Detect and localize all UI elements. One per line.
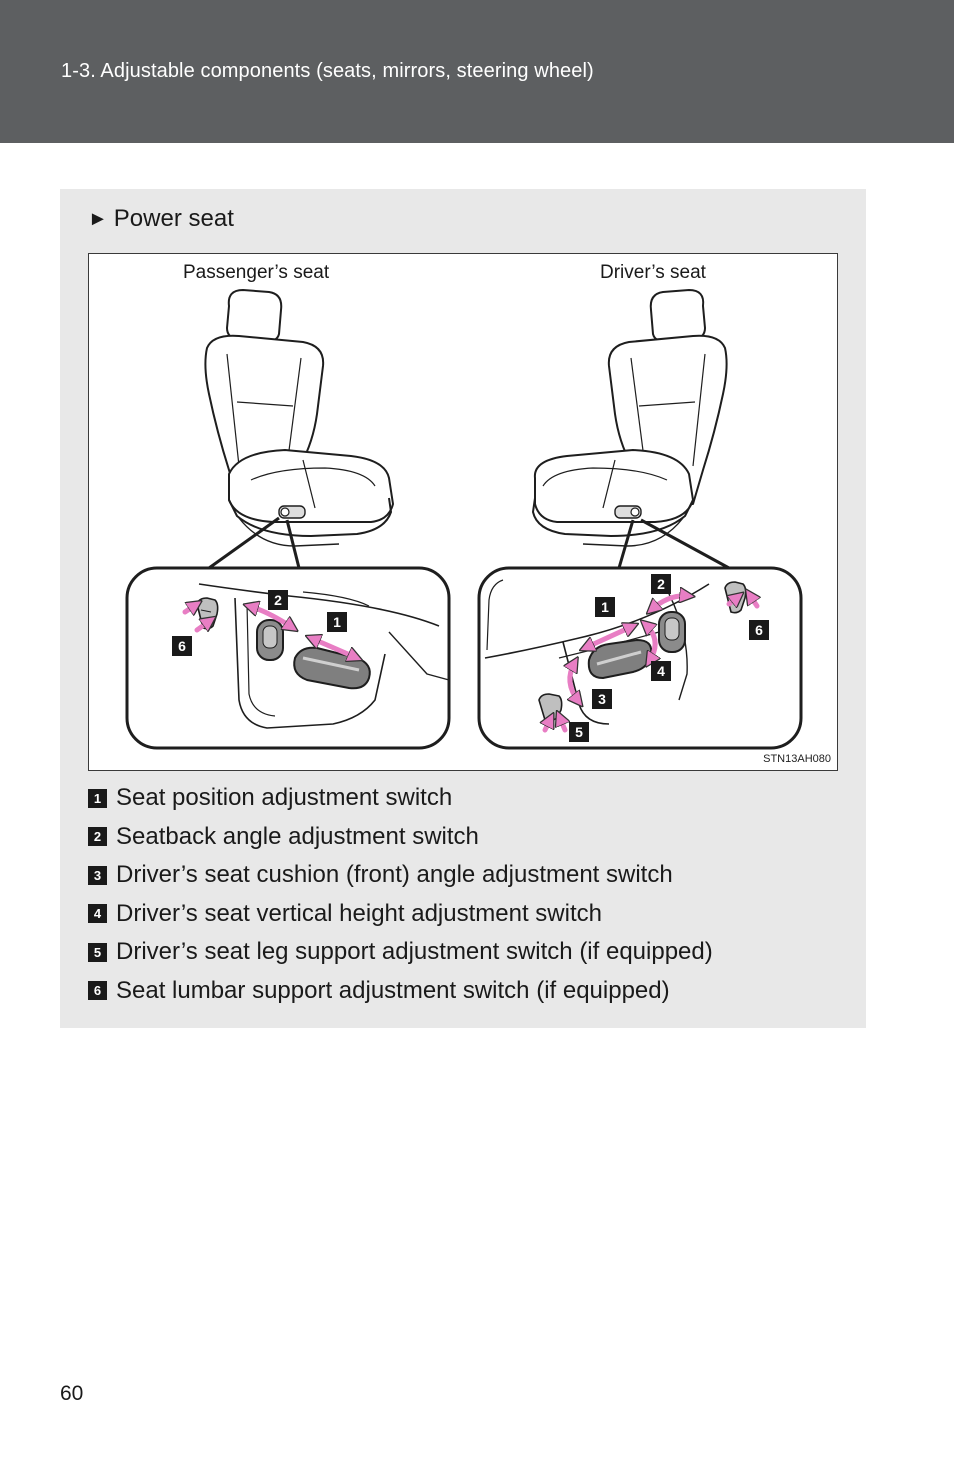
legend-text: Seat position adjustment switch: [116, 784, 453, 812]
callout-box-passenger-2: [268, 590, 288, 610]
legend-item: 3 Driver’s seat cushion (front) angle ad…: [88, 856, 848, 895]
legend-item: 5 Driver’s seat leg support adjustment s…: [88, 933, 848, 972]
figure-callouts: [172, 574, 769, 742]
passenger-seat-drawing: [204, 289, 394, 570]
driver-switch-inset: [477, 566, 803, 750]
power-seat-panel: ►Power seat: [60, 189, 866, 1028]
legend-text: Seatback angle adjustment switch: [116, 822, 479, 850]
switch-legend: 1 Seat position adjustment switch 2 Seat…: [88, 779, 848, 1010]
legend-text: Driver’s seat vertical height adjustment…: [116, 899, 602, 927]
passenger-seat-label: Passenger’s seat: [183, 262, 330, 283]
seat-illustration: 2 1 6 2 1 6 4 3 5 Passenger’s seat Drive…: [88, 253, 838, 771]
legend-text: Driver’s seat leg support adjustment swi…: [116, 938, 713, 966]
legend-item: 6 Seat lumbar support adjustment switch …: [88, 972, 848, 1011]
header-title: 1-3. Adjustable components (seats, mirro…: [61, 60, 594, 82]
callout-driver-5: 5: [575, 724, 583, 740]
legend-number-badge: 4: [88, 904, 107, 924]
driver-arrows: [545, 594, 757, 733]
legend-item: 2 Seatback angle adjustment switch: [88, 818, 848, 857]
section-title: ►Power seat: [88, 205, 234, 233]
callout-box-driver-3: [592, 689, 612, 709]
legend-number-badge: 2: [88, 827, 107, 847]
callout-driver-6: 6: [755, 622, 763, 638]
callout-driver-3: 3: [598, 691, 606, 707]
legend-item: 1 Seat position adjustment switch: [88, 779, 848, 818]
play-triangle-icon: ►: [88, 208, 108, 230]
page-number: 60: [60, 1382, 84, 1405]
callout-box-driver-2: [651, 574, 671, 594]
legend-number-badge: 5: [88, 942, 107, 962]
legend-number-badge: 1: [88, 788, 107, 808]
legend-item: 4 Driver’s seat vertical height adjustme…: [88, 895, 848, 934]
callout-passenger-1: 1: [333, 614, 341, 630]
driver-seat-label: Driver’s seat: [600, 262, 706, 283]
legend-number-badge: 6: [88, 981, 107, 1001]
callout-driver-1: 1: [601, 599, 609, 615]
page-header: 1-3. Adjustable components (seats, mirro…: [0, 0, 954, 143]
driver-seat-drawing: [532, 289, 730, 570]
legend-text: Seat lumbar support adjustment switch (i…: [116, 976, 670, 1004]
callout-driver-2: 2: [657, 576, 665, 592]
callout-box-passenger-6: [172, 636, 192, 656]
callout-driver-4: 4: [657, 663, 665, 679]
callout-box-driver-5: [569, 722, 589, 742]
legend-text: Driver’s seat cushion (front) angle adju…: [116, 861, 673, 889]
callout-passenger-2: 2: [274, 592, 282, 608]
passenger-arrows: [182, 604, 357, 658]
section-title-text: Power seat: [113, 205, 234, 232]
seat-diagram-svg: 2 1 6 2 1 6 4 3 5: [125, 289, 803, 750]
callout-box-driver-6: [749, 620, 769, 640]
legend-number-badge: 3: [88, 865, 107, 885]
callout-box-passenger-1: [327, 612, 347, 632]
callout-box-driver-1: [595, 597, 615, 617]
callout-passenger-6: 6: [178, 638, 186, 654]
figure-code: STN13AH080: [763, 753, 831, 765]
callout-box-driver-4: [651, 661, 671, 681]
